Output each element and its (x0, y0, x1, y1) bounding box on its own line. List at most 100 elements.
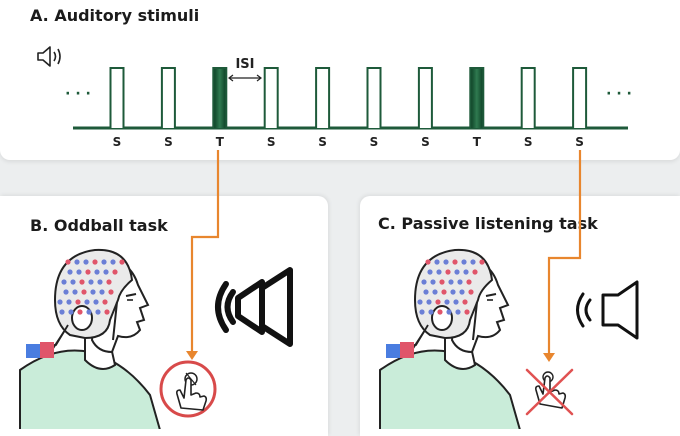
electrode-dot (425, 259, 431, 265)
electrode-dot (102, 299, 108, 305)
electrode-dot (428, 309, 434, 315)
electrode-dot (108, 289, 114, 295)
participant-head-b (19, 248, 161, 429)
electrode-dot (436, 269, 442, 275)
electrode-dot (427, 269, 433, 275)
standard-pulse (417, 67, 433, 128)
electrode-dot (75, 299, 81, 305)
electrode-dot (61, 279, 67, 285)
electrode-dot (446, 309, 452, 315)
electrode-dot (68, 309, 74, 315)
electrode-dot (65, 259, 71, 265)
electrode-dot (67, 269, 73, 275)
electrode-dot (112, 269, 118, 275)
electrode-dot (99, 289, 105, 295)
stimulus-label: T (216, 135, 225, 149)
electrode-dot (84, 299, 90, 305)
stimulus-label: S (318, 135, 327, 149)
finger-press-icon (159, 360, 217, 418)
electrode-dot (86, 309, 92, 315)
speaker-loud-icon (215, 267, 293, 347)
electrode-dot (426, 299, 432, 305)
stimulus-label: S (113, 135, 122, 149)
electrode-dot (419, 309, 425, 315)
electrode-dot (468, 289, 474, 295)
standard-pulse (160, 67, 176, 128)
electrode-dot (57, 299, 63, 305)
electrode-dot (450, 289, 456, 295)
panel-b-title: B. Oddball task (30, 216, 168, 235)
stimulus-label: S (524, 135, 533, 149)
stimulus-label: T (473, 135, 482, 149)
standard-pulse (109, 67, 125, 128)
electrode-dot (452, 259, 458, 265)
connector-blue (26, 344, 40, 358)
electrode-dot (470, 259, 476, 265)
participant-head-c (379, 248, 521, 429)
electrode-dot (435, 299, 441, 305)
electrode-dot (77, 309, 83, 315)
electrode-dot (83, 259, 89, 265)
electrode-dot (445, 269, 451, 275)
electrode-dot (421, 279, 427, 285)
electrode-dot (423, 289, 429, 295)
stimulus-label: S (575, 135, 584, 149)
cross-mark (525, 368, 574, 416)
electrode-dot (81, 289, 87, 295)
standard-pulse (315, 67, 331, 128)
electrode-dot (119, 259, 125, 265)
electrode-dot (97, 279, 103, 285)
panel-a-title: A. Auditory stimuli (30, 6, 200, 25)
electrode-dot (462, 299, 468, 305)
electrode-dot (461, 259, 467, 265)
stimulus-label: S (421, 135, 430, 149)
electrode-dot (472, 269, 478, 275)
target-pulse (212, 67, 228, 128)
electrode-dot (76, 269, 82, 275)
electrode-dot (104, 309, 110, 315)
electrode-dot (455, 309, 461, 315)
electrode-dot (441, 289, 447, 295)
electrode-dot (70, 279, 76, 285)
electrode-dot (439, 279, 445, 285)
electrode-dot (66, 299, 72, 305)
electrode-dot (79, 279, 85, 285)
electrode-dot (59, 309, 65, 315)
electrode-dot (90, 289, 96, 295)
electrode-dot (93, 299, 99, 305)
electrode-dot (101, 259, 107, 265)
electrode-dot (106, 279, 112, 285)
electrode-dot (453, 299, 459, 305)
electrode-dot (430, 279, 436, 285)
electrode-dot (437, 309, 443, 315)
panel-c-title: C. Passive listening task (378, 214, 598, 233)
electrode-dot (417, 299, 423, 305)
electrode-dot (479, 259, 485, 265)
stimulus-label: S (164, 135, 173, 149)
ellipsis-right: · · · (606, 86, 632, 102)
electrode-dot (94, 269, 100, 275)
electrode-dot (95, 309, 101, 315)
standard-pulse (263, 67, 279, 128)
electrode-dot (63, 289, 69, 295)
electrode-dot (432, 289, 438, 295)
electrode-dot (434, 259, 440, 265)
electrode-dot (443, 259, 449, 265)
ellipsis-left: · · · (65, 86, 91, 102)
speaker-soft-icon (576, 280, 639, 340)
electrode-dot (103, 269, 109, 275)
standard-connector (543, 150, 582, 362)
connector-red (40, 342, 54, 358)
standard-pulse (366, 67, 382, 128)
isi-label: ISI (235, 57, 254, 72)
electrode-dot (444, 299, 450, 305)
electrode-dot (457, 279, 463, 285)
electrode-dot (454, 269, 460, 275)
electrode-dot (72, 289, 78, 295)
stimulus-label: S (267, 135, 276, 149)
stimulus-label: S (370, 135, 379, 149)
electrode-dot (74, 259, 80, 265)
electrode-dot (466, 279, 472, 285)
